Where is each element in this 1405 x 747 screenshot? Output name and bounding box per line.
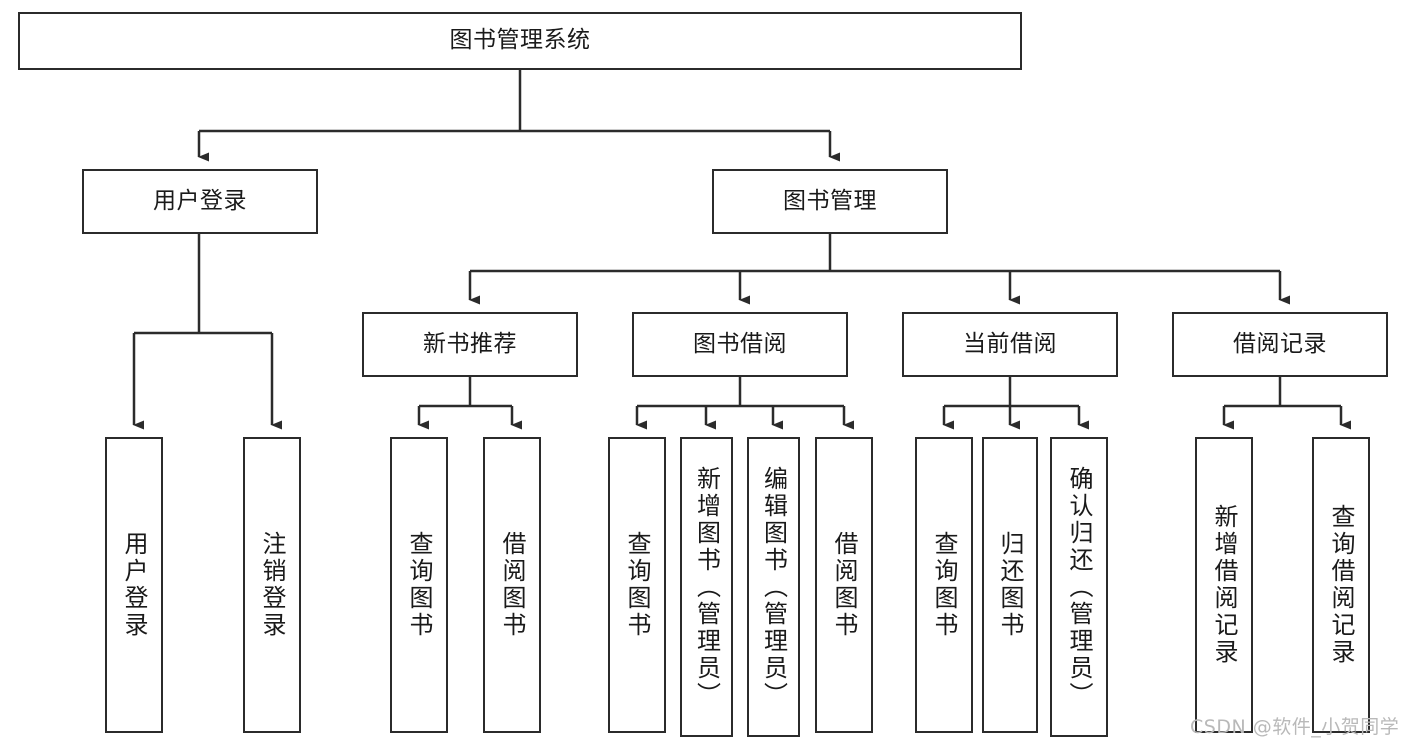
leaf-confirm-return-admin[interactable]: 确认归还（管理员） (1050, 437, 1108, 737)
node-label: 借阅图书 (830, 531, 858, 639)
node-borrow-record[interactable]: 借阅记录 (1172, 312, 1388, 377)
leaf-user-login[interactable]: 用户登录 (105, 437, 163, 733)
node-label: 用户登录 (120, 531, 148, 639)
leaf-query-book-recommend[interactable]: 查询图书 (390, 437, 448, 733)
node-book-borrow[interactable]: 图书借阅 (632, 312, 848, 377)
node-label: 查询图书 (930, 531, 958, 639)
node-label: 图书管理系统 (449, 27, 591, 54)
node-label: 图书借阅 (693, 330, 787, 357)
leaf-query-borrow-record[interactable]: 查询借阅记录 (1312, 437, 1370, 733)
leaf-edit-book-admin[interactable]: 编辑图书（管理员） (747, 437, 800, 737)
node-label: 查询借阅记录 (1327, 504, 1355, 666)
node-root-system[interactable]: 图书管理系统 (18, 12, 1022, 70)
csdn-watermark: CSDN @软件_小贺同学 (1190, 716, 1400, 738)
leaf-logout[interactable]: 注销登录 (243, 437, 301, 733)
leaf-borrow-book[interactable]: 借阅图书 (815, 437, 873, 733)
node-label: 归还图书 (996, 531, 1024, 639)
node-label: 借阅记录 (1233, 330, 1327, 357)
node-label: 查询图书 (623, 531, 651, 639)
leaf-query-book-borrow[interactable]: 查询图书 (608, 437, 666, 733)
node-label: 新增图书（管理员） (692, 465, 721, 709)
node-current-borrow[interactable]: 当前借阅 (902, 312, 1118, 377)
node-label: 新书推荐 (423, 330, 517, 357)
node-label: 编辑图书（管理员） (759, 465, 788, 709)
node-label: 查询图书 (405, 531, 433, 639)
leaf-return-book[interactable]: 归还图书 (982, 437, 1038, 733)
leaf-borrow-book-recommend[interactable]: 借阅图书 (483, 437, 541, 733)
node-label: 图书管理 (783, 187, 877, 214)
node-user-login[interactable]: 用户登录 (82, 169, 318, 234)
node-new-book-recommend[interactable]: 新书推荐 (362, 312, 578, 377)
node-label: 注销登录 (258, 531, 286, 639)
node-label: 当前借阅 (963, 330, 1057, 357)
leaf-add-borrow-record[interactable]: 新增借阅记录 (1195, 437, 1253, 733)
node-label: 用户登录 (153, 187, 247, 214)
leaf-add-book-admin[interactable]: 新增图书（管理员） (680, 437, 733, 737)
node-label: 确认归还（管理员） (1065, 465, 1093, 709)
node-book-management[interactable]: 图书管理 (712, 169, 948, 234)
node-label: 新增借阅记录 (1210, 504, 1238, 666)
leaf-query-book-current[interactable]: 查询图书 (915, 437, 973, 733)
node-label: 借阅图书 (498, 531, 526, 639)
